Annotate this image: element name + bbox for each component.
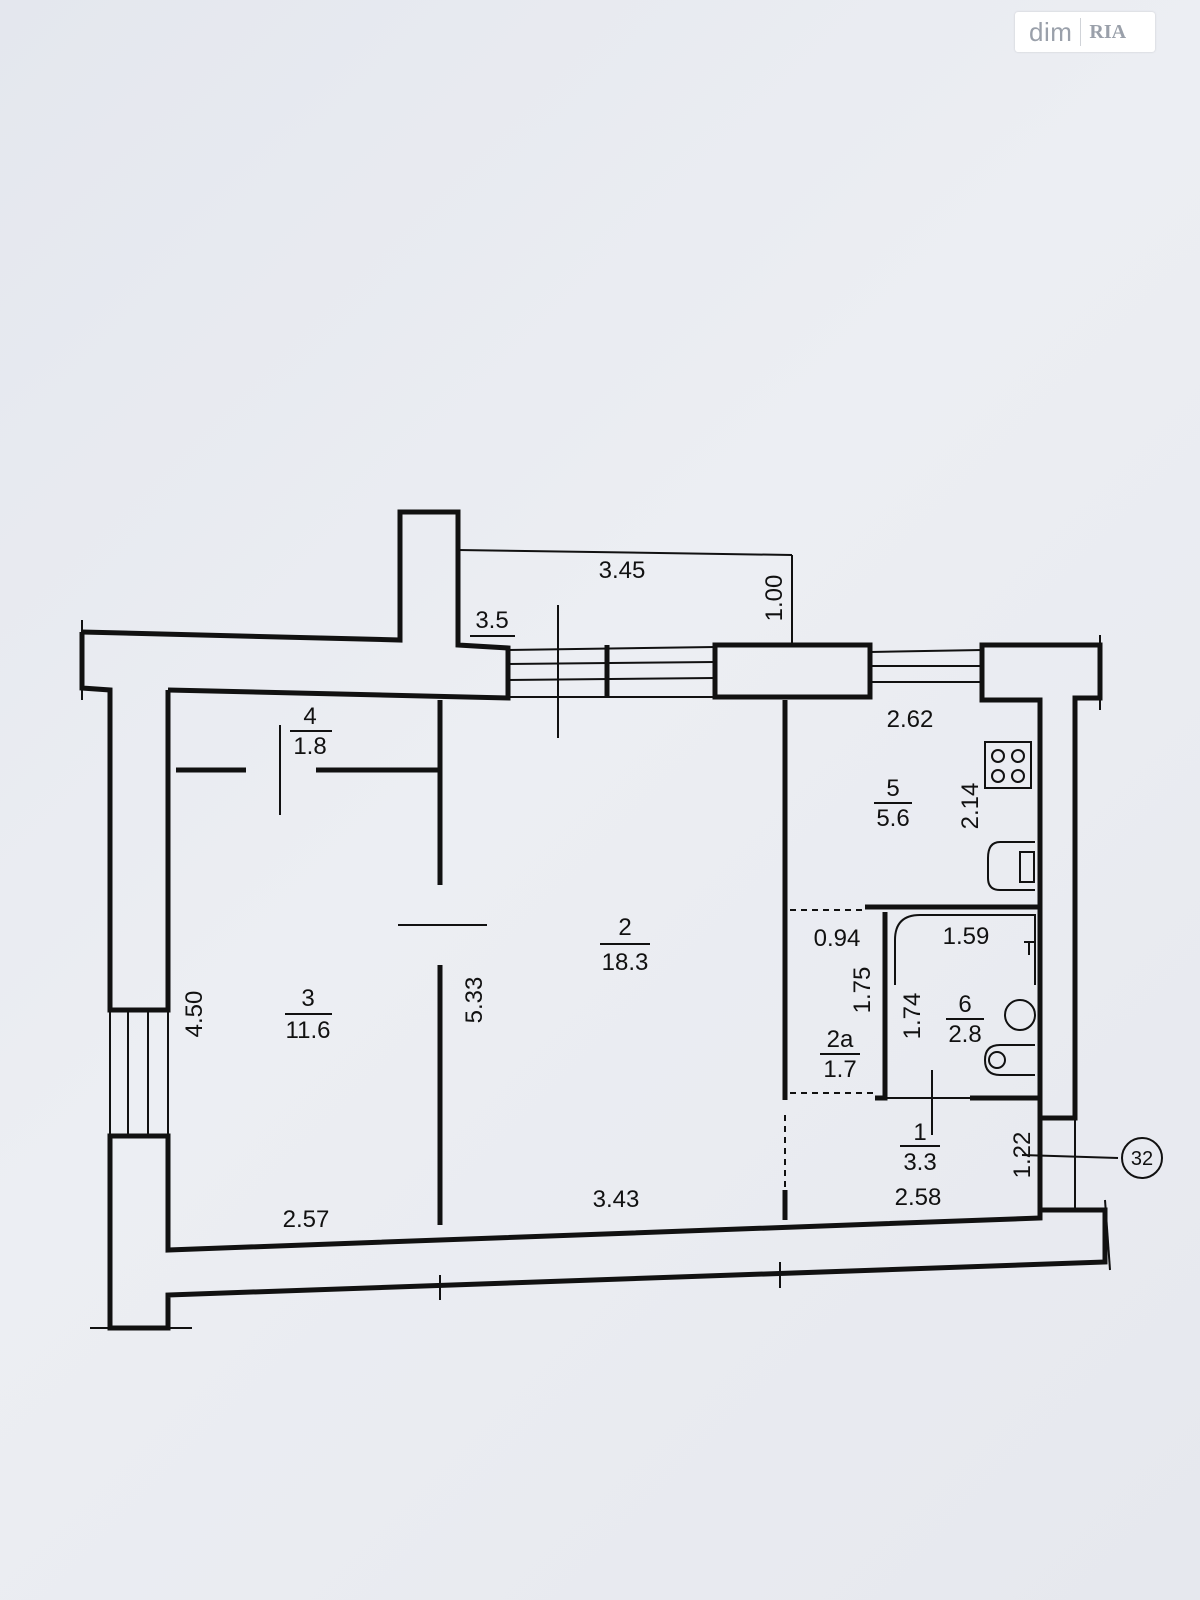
dim-kitchen-width: 2.62 — [887, 706, 934, 733]
watermark-logo: dim RIA — [1015, 12, 1155, 52]
left-window — [109, 1009, 169, 1137]
room-2-area: 18.3 — [602, 949, 649, 976]
top-wall-pier — [712, 642, 873, 700]
watermark-dim-text: dim — [1029, 16, 1073, 47]
dim-bottom-room3: 2.57 — [283, 1206, 330, 1233]
dim-balcony-depth: 1.00 — [761, 575, 788, 622]
room-5-number: 5 — [886, 775, 899, 802]
bathtub-icon — [894, 914, 1036, 985]
room-labels: 2 18.3 3 11.6 4 1.8 5 5.6 6 2.8 1 3.3 2а… — [285, 703, 984, 1176]
room-1-number: 1 — [913, 1119, 926, 1146]
dim-closet-width: 0.94 — [814, 925, 861, 952]
washbasin-icon — [1004, 999, 1036, 1031]
dimension-labels: 3.45 1.00 3.5 2.62 2.14 4.50 5.33 2.57 3… — [181, 557, 1153, 1233]
dim-entry-width: 1.22 — [1009, 1132, 1036, 1179]
dim-kitchen-depth: 2.14 — [957, 783, 984, 830]
left-wall-lower — [107, 1133, 1108, 1331]
fixtures — [894, 741, 1163, 1179]
room-3-number: 3 — [301, 985, 314, 1012]
toilet-icon — [983, 1044, 1035, 1076]
dim-balcony-length: 3.45 — [599, 557, 646, 584]
watermark-ria-text: RIA — [1089, 20, 1127, 43]
room-4-area: 1.8 — [293, 733, 326, 760]
top-left-wall — [81, 509, 511, 701]
dim-left-wall: 4.50 — [181, 991, 208, 1038]
left-wall — [79, 632, 171, 1013]
room-6-area: 2.8 — [948, 1021, 981, 1048]
dim-bottom-room2: 3.43 — [593, 1186, 640, 1213]
exterior-walls — [79, 509, 1111, 1331]
stove-icon — [984, 741, 1032, 789]
dim-bath-width: 1.59 — [943, 923, 990, 950]
room-1-area: 3.3 — [903, 1149, 936, 1176]
right-wall — [979, 642, 1103, 1121]
sink-icon — [987, 841, 1035, 891]
room-5-area: 5.6 — [876, 805, 909, 832]
dim-balcony-area: 3.5 — [475, 607, 508, 634]
dim-bottom-hall: 2.58 — [895, 1184, 942, 1211]
dim-room2-depth: 5.33 — [461, 977, 488, 1024]
room-2a-area: 1.7 — [823, 1056, 856, 1083]
room-3-area: 11.6 — [286, 1017, 331, 1044]
room-4-number: 4 — [303, 703, 316, 730]
dim-bath-depth: 1.74 — [899, 993, 926, 1040]
dim-closet-depth: 1.75 — [849, 967, 876, 1014]
watermark-divider — [1080, 18, 1082, 46]
room-2a-number: 2а — [827, 1026, 854, 1053]
room-2-number: 2 — [618, 914, 631, 941]
room-6-number: 6 — [958, 991, 971, 1018]
stairwell-marker-label: 32 — [1131, 1148, 1153, 1170]
interior-walls — [176, 605, 1119, 1300]
stairwell-marker-circle — [1121, 1137, 1163, 1179]
